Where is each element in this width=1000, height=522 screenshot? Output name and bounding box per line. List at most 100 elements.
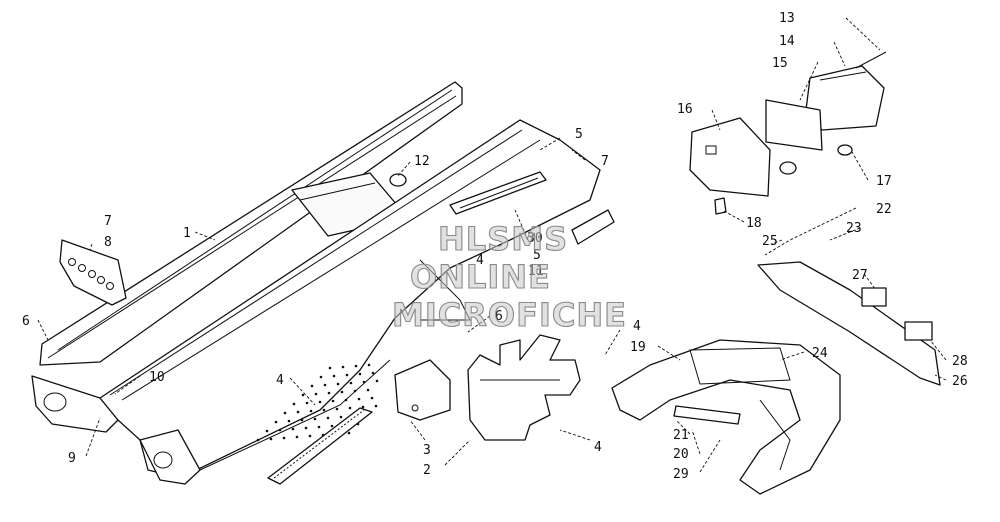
callout-6a: 6 [22, 314, 30, 329]
perforation-hole [300, 418, 304, 422]
perforation-hole [256, 438, 260, 442]
callout-27: 27 [852, 268, 868, 283]
perforation-hole [345, 373, 349, 377]
callout-4a: 4 [276, 373, 284, 388]
perforation-hole [340, 390, 344, 394]
callout-14: 14 [779, 34, 795, 49]
perforation-hole [362, 380, 366, 384]
watermark: HLSMS ONLINE MICROFICHE [391, 219, 627, 334]
callout-6b: 6 [495, 309, 503, 324]
perforation-hole [265, 429, 269, 433]
part-3-bracket [394, 359, 451, 421]
callout-1: 1 [183, 226, 191, 241]
perforation-hole [335, 407, 339, 411]
callout-7a: 7 [104, 214, 112, 229]
perforation-hole [370, 396, 374, 400]
callout-4c: 4 [594, 440, 602, 455]
perforation-hole [313, 417, 317, 421]
footrest-perforations [256, 363, 379, 442]
callout-labels: 1 2 3 4 4 4 4 5 5 6 6 7 7 8 9 10 11 12 1… [22, 11, 968, 482]
callout-8: 8 [104, 235, 112, 250]
callout-25: 25 [762, 234, 778, 249]
perforation-hole [305, 401, 309, 405]
perforation-hole [317, 425, 321, 429]
callout-21: 21 [673, 428, 689, 443]
part-4-grip-strip [267, 407, 373, 485]
perforation-hole [375, 379, 379, 383]
callout-4d: 4 [633, 319, 641, 334]
part-chassis-tunnel [99, 119, 615, 485]
perforation-hole [349, 381, 353, 385]
callout-11: 11 [528, 264, 544, 279]
part-2-side-plate [467, 334, 581, 441]
perforation-hole [361, 405, 365, 409]
perforation-hole [318, 400, 322, 404]
callout-24: 24 [812, 346, 828, 361]
perforation-hole [304, 426, 308, 430]
rear-bumper-snowflap [611, 261, 941, 495]
callout-9: 9 [68, 451, 76, 466]
perforation-hole [339, 415, 343, 419]
perforation-hole [331, 399, 335, 403]
perforation-hole [326, 416, 330, 420]
perforation-hole [358, 372, 362, 376]
perforation-hole [319, 375, 323, 379]
callout-5b: 5 [533, 248, 541, 263]
perforation-hole [367, 363, 371, 367]
perforation-hole [366, 388, 370, 392]
callout-4b: 4 [476, 253, 484, 268]
perforation-hole [374, 404, 378, 408]
perforation-hole [278, 428, 282, 432]
watermark-line-3: MICROFICHE [392, 296, 627, 334]
callout-20: 20 [673, 447, 689, 462]
perforation-hole [347, 431, 351, 435]
perforation-hole [327, 391, 331, 395]
perforation-hole [336, 382, 340, 386]
perforation-hole [344, 398, 348, 402]
callout-12: 12 [414, 154, 430, 169]
perforation-hole [328, 366, 332, 370]
perforation-hole [287, 419, 291, 423]
callout-2: 2 [423, 463, 431, 478]
callout-16: 16 [677, 102, 693, 117]
perforation-hole [274, 420, 278, 424]
tail-light-assembly [689, 51, 887, 215]
perforation-hole [283, 411, 287, 415]
perforation-hole [341, 365, 345, 369]
perforation-hole [292, 402, 296, 406]
perforation-hole [330, 424, 334, 428]
perforation-hole [353, 389, 357, 393]
perforation-hole [314, 392, 318, 396]
perforation-hole [354, 364, 358, 368]
perforation-hole [332, 374, 336, 378]
callout-22: 22 [876, 202, 892, 217]
callout-17: 17 [876, 174, 892, 189]
callout-28: 28 [952, 354, 968, 369]
leader-lines [37, 17, 947, 473]
callout-15: 15 [772, 56, 788, 71]
callout-23: 23 [846, 221, 862, 236]
callout-18: 18 [746, 216, 762, 231]
perforation-hole [323, 383, 327, 387]
perforation-hole [269, 437, 273, 441]
watermark-line-1: HLSMS [438, 220, 568, 258]
perforation-hole [371, 371, 375, 375]
perforation-hole [291, 427, 295, 431]
perforation-hole [296, 410, 300, 414]
perforation-hole [282, 436, 286, 440]
watermark-line-2: ONLINE [410, 258, 551, 296]
part-12-grommet [389, 173, 407, 187]
perforation-hole [295, 435, 299, 439]
callout-10: 10 [149, 370, 165, 385]
callout-5a: 5 [575, 127, 583, 142]
perforation-hole [301, 393, 305, 397]
callout-3: 3 [423, 443, 431, 458]
callout-7b: 7 [601, 154, 609, 169]
callout-13: 13 [779, 11, 795, 26]
perforation-hole [308, 434, 312, 438]
perforation-hole [322, 408, 326, 412]
callout-26: 26 [952, 374, 968, 389]
perforation-hole [357, 397, 361, 401]
